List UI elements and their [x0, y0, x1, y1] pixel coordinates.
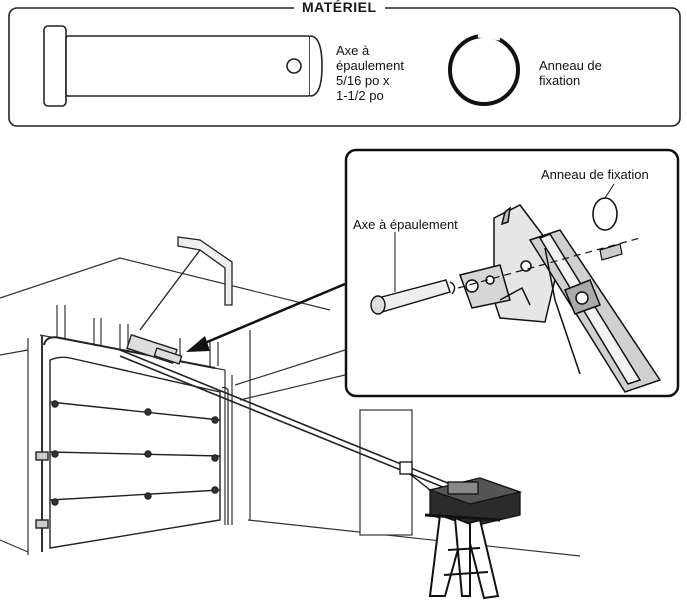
hardware-title: MATÉRIEL [294, 0, 385, 15]
snap-ring-label-line-1: Anneau de [539, 58, 602, 73]
snap-ring-icon [448, 32, 520, 106]
door-arm [126, 334, 183, 365]
snap-ring-label: Anneau de fixation [539, 58, 602, 88]
clevis-pin-detail [370, 279, 456, 315]
clevis-pin-label: Axe à épaulement 5/16 po x 1-1/2 po [336, 43, 404, 103]
callout-pin-label: Axe à épaulement [353, 217, 458, 232]
garage-door [35, 336, 221, 549]
header-bracket [139, 236, 233, 331]
clevis-pin-icon [43, 25, 323, 107]
clevis-pin-label-line-2: épaulement [336, 58, 404, 73]
snap-ring-label-line-2: fixation [539, 73, 581, 88]
callout-ring-label: Anneau de fixation [541, 167, 649, 182]
snap-ring-detail [592, 197, 618, 231]
clevis-pin-label-line-4: 1-1/2 po [336, 88, 384, 103]
opener-motor [399, 461, 523, 528]
door-arm-detail [528, 229, 662, 393]
step-ladder [424, 513, 501, 600]
clevis-pin-label-line-1: Axe à [336, 43, 370, 58]
callout-arrow [186, 282, 346, 352]
ring-leader-line [604, 183, 615, 199]
clevis-pin-label-line-3: 5/16 po x [336, 73, 390, 88]
door-bracket-detail [459, 204, 561, 323]
